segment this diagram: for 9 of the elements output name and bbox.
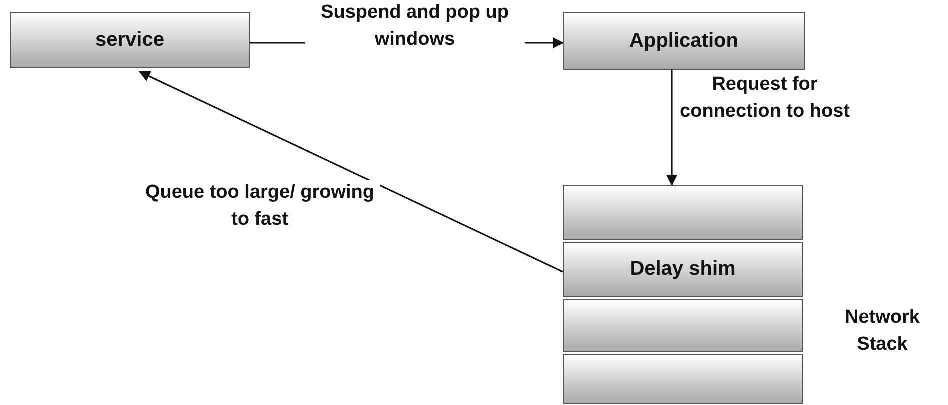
process-box: Delay shim xyxy=(563,242,803,297)
stack-layer-box xyxy=(563,185,803,240)
stack-label: Network Stack xyxy=(844,306,921,357)
stack-layer-box xyxy=(563,354,803,404)
process-box: service xyxy=(10,12,250,68)
stack-layer-box xyxy=(563,299,803,352)
arrow xyxy=(666,70,678,186)
process-box: Application xyxy=(563,12,805,70)
arrow xyxy=(138,71,564,273)
